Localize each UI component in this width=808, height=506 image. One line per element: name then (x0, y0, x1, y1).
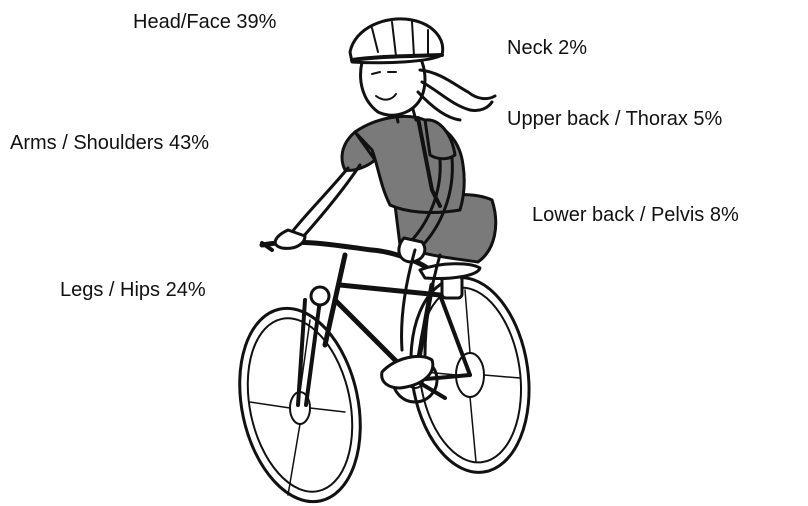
head-face-label: Head/Face 39% (133, 10, 276, 34)
arms-shoulders-label: Arms / Shoulders 43% (10, 131, 209, 155)
neck-label: Neck 2% (507, 36, 587, 60)
upper-back-label: Upper back / Thorax 5% (507, 107, 722, 131)
legs-hips-label: Legs / Hips 24% (60, 278, 206, 302)
lower-back-label: Lower back / Pelvis 8% (532, 203, 739, 227)
